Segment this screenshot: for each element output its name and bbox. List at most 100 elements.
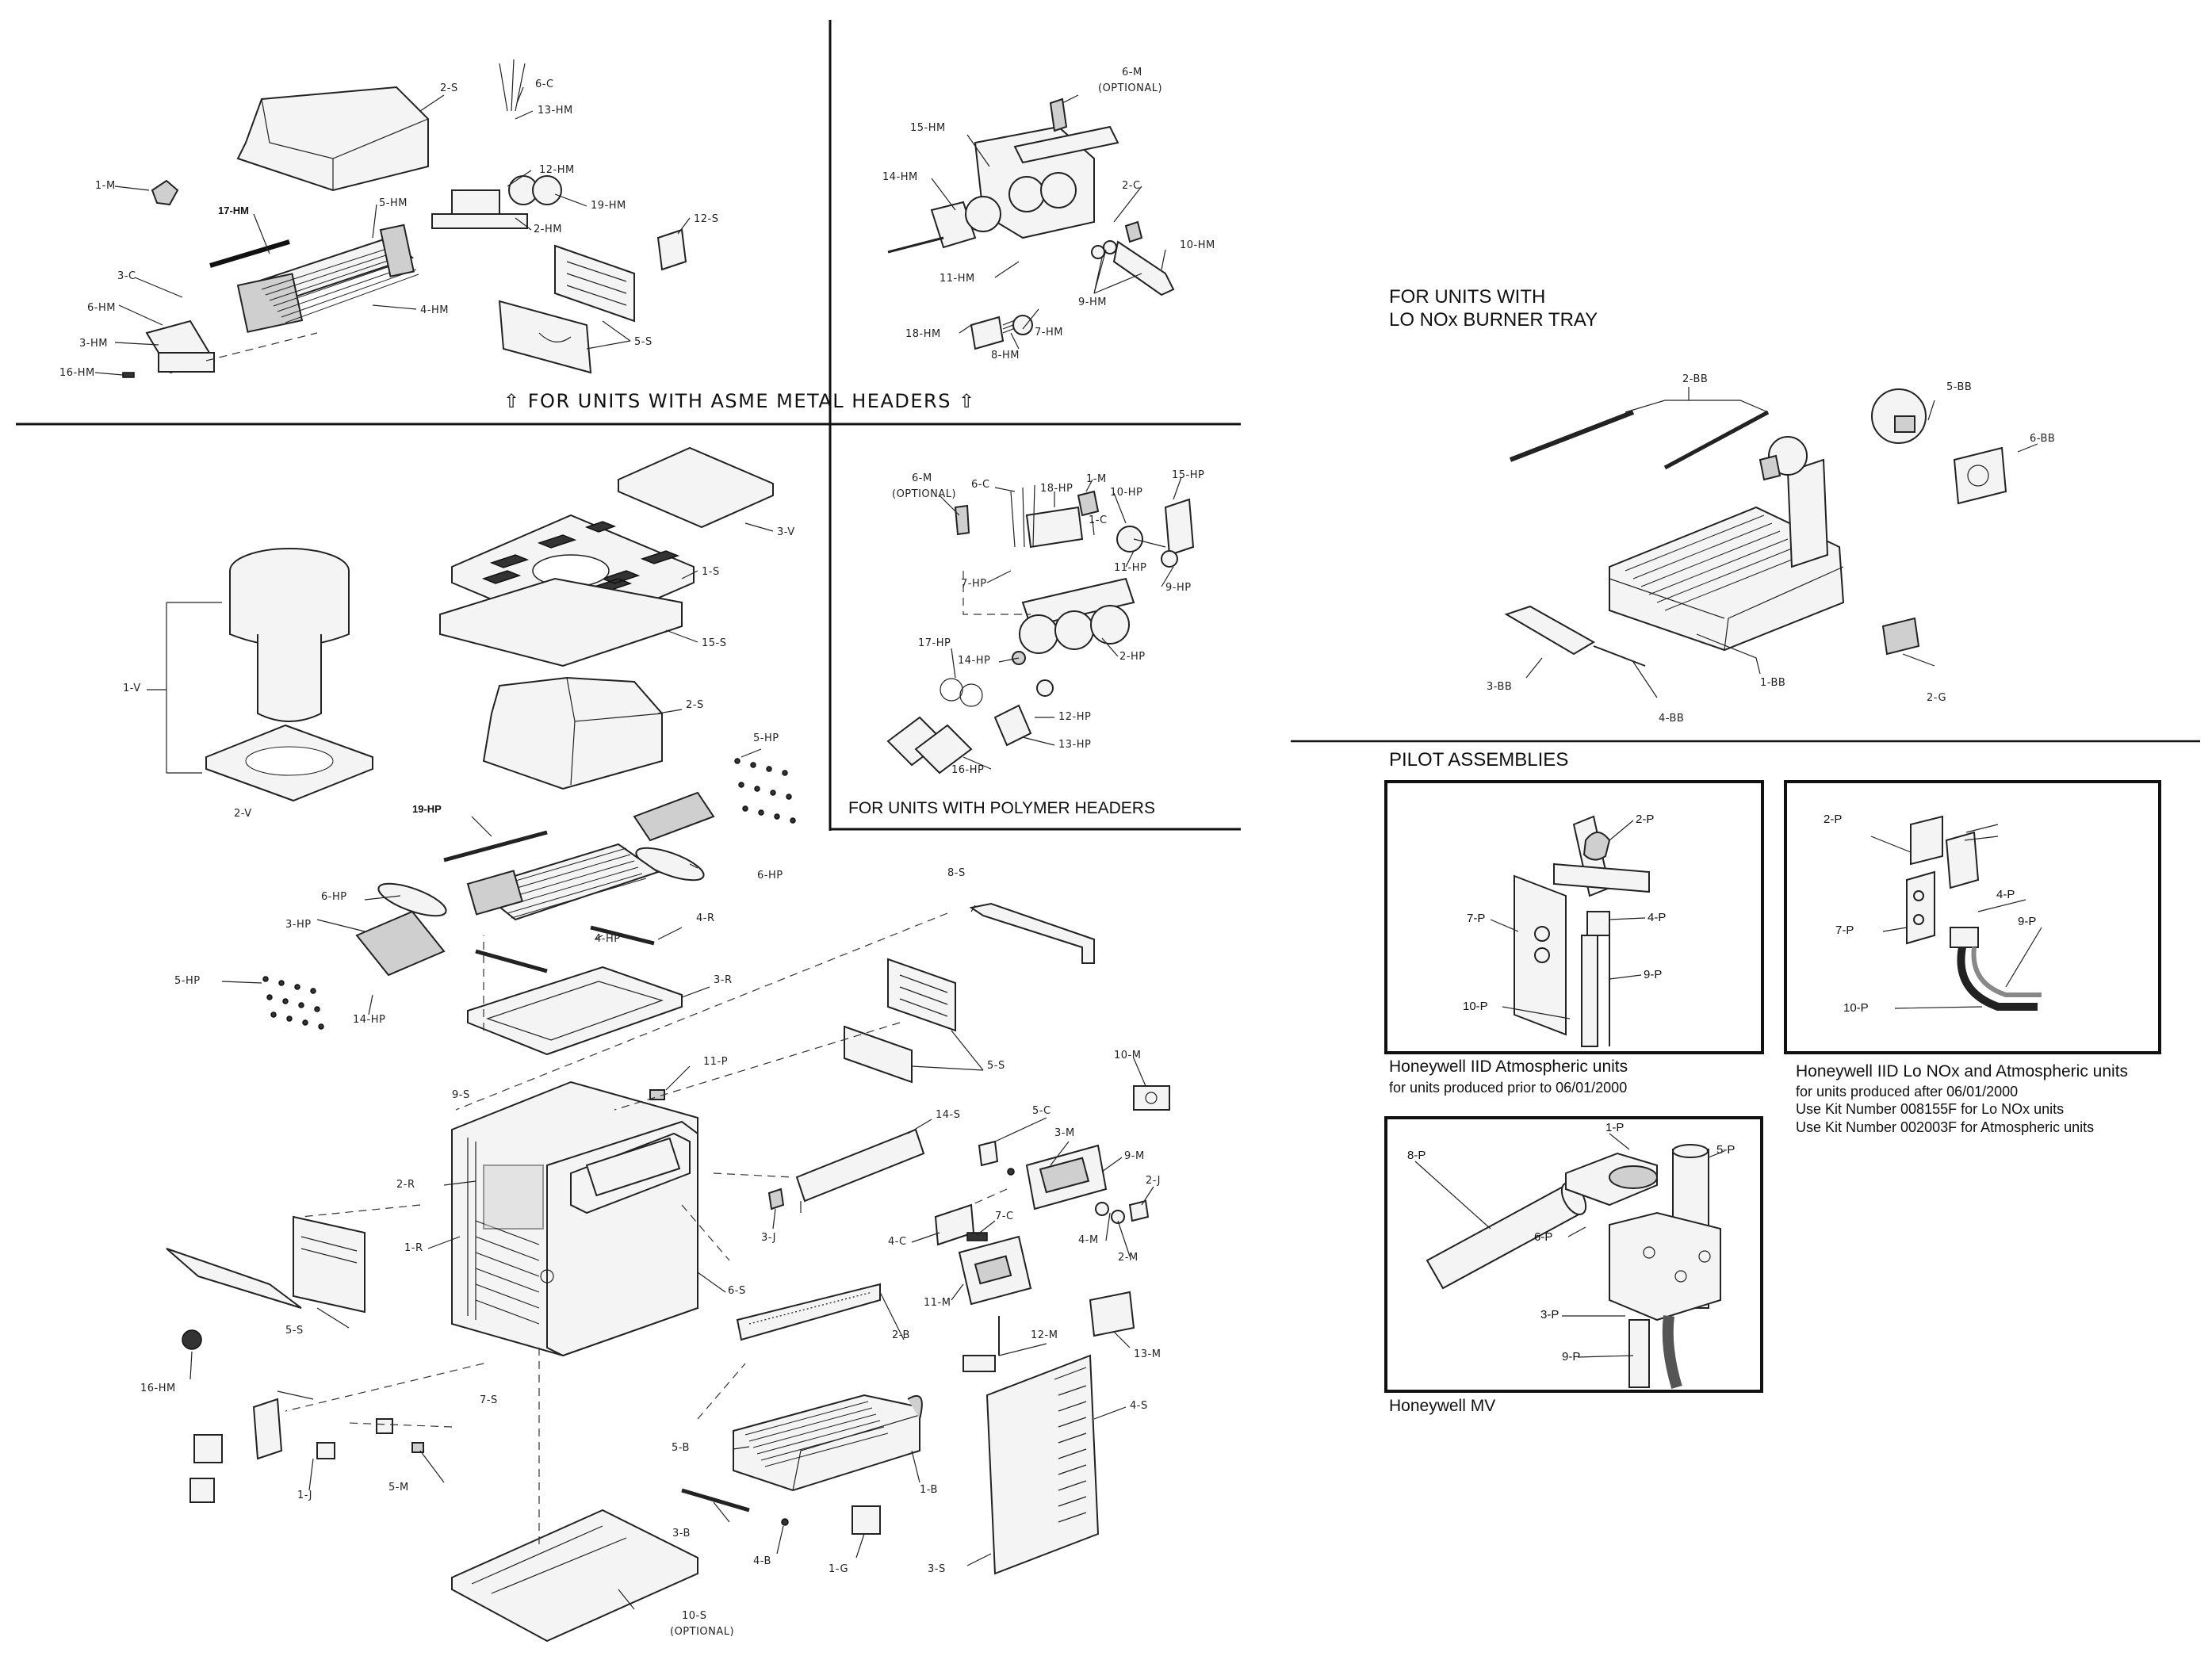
pilot-mv-labels: 1-P 8-P 5-P 6-P 3-P 9-P [1407,1121,1735,1363]
svg-text:3-C: 3-C [117,270,136,282]
svg-text:5-M: 5-M [388,1482,409,1494]
pilot-iid-atm-caption: Honeywell IID Atmospheric units [1389,1058,1628,1076]
pilot-iid-atm-labels: 2-P 7-P 4-P 9-P 10-P [1463,813,1666,1013]
cabinet-body [451,1080,698,1357]
svg-text:2-P: 2-P [1636,813,1654,826]
svg-text:4-R: 4-R [696,912,715,924]
svg-text:5-HP: 5-HP [753,732,779,744]
svg-text:17-HM: 17-HM [218,205,249,216]
svg-text:6-HM: 6-HM [87,302,116,314]
svg-text:1-B: 1-B [920,1484,938,1496]
svg-text:7-HM: 7-HM [1035,327,1063,338]
svg-text:13-HM: 13-HM [538,105,573,117]
svg-text:11-M: 11-M [924,1297,951,1309]
svg-text:2-S: 2-S [440,82,458,94]
svg-text:1-S: 1-S [702,566,720,578]
svg-text:5-P: 5-P [1716,1143,1735,1157]
svg-text:1-R: 1-R [404,1242,423,1254]
svg-text:16-HP: 16-HP [951,764,984,776]
pilot-mv-caption: Honeywell MV [1389,1397,1495,1415]
up-arrow-icon: ⇧ [951,390,976,412]
svg-text:19-HM: 19-HM [591,200,626,212]
svg-text:11-HP: 11-HP [1114,562,1146,574]
svg-text:16-HM: 16-HM [140,1383,176,1394]
svg-text:12-M: 12-M [1031,1329,1058,1341]
svg-text:10-HP: 10-HP [1110,487,1142,499]
heat-exchanger-asme [236,224,419,333]
svg-text:4-BB: 4-BB [1659,713,1684,725]
lonox-title-line1: FOR UNITS WITH [1389,286,1545,308]
svg-text:5-B: 5-B [672,1442,690,1454]
svg-text:17-HP: 17-HP [918,637,951,649]
svg-text:3-HP: 3-HP [285,919,312,931]
svg-text:1-M: 1-M [1086,473,1107,485]
svg-text:1-J: 1-J [297,1490,312,1501]
svg-text:4-P: 4-P [1648,911,1666,924]
burner-tray [733,1394,923,1492]
polymer-section-title: FOR UNITS WITH POLYMER HEADERS [848,799,1155,817]
svg-text:12-HP: 12-HP [1058,711,1091,723]
svg-text:2-S: 2-S [686,699,704,711]
svg-text:13-M: 13-M [1134,1348,1161,1360]
polymer-labels: 6-M (OPTIONAL) 6-C 18-HP 1-M 10-HP 15-HP… [892,469,1204,776]
svg-text:12-S: 12-S [694,213,719,225]
pilot-iid-lonox-caption: Honeywell IID Lo NOx and Atmospheric uni… [1796,1062,2128,1080]
svg-text:2-M: 2-M [1118,1252,1139,1264]
svg-text:6-C: 6-C [535,78,554,90]
pilot-iid-lonox-labels: 2-P 4-P 7-P 9-P 10-P [1824,813,2036,1015]
svg-text:7-P: 7-P [1467,912,1485,925]
lonox-title-line2: LO NOx BURNER TRAY [1389,309,1598,331]
svg-text:5-C: 5-C [1032,1105,1051,1117]
svg-text:5-HP: 5-HP [174,975,201,987]
svg-text:10-P: 10-P [1463,1000,1488,1013]
svg-text:6-M: 6-M [1122,67,1142,78]
svg-text:9-M: 9-M [1124,1150,1145,1162]
svg-text:18-HM: 18-HM [905,328,941,340]
svg-text:1-M: 1-M [95,180,116,192]
svg-text:2-R: 2-R [396,1179,415,1191]
svg-text:6-HP: 6-HP [757,870,783,882]
svg-text:5-HM: 5-HM [379,197,408,209]
asme-labels: 2-S 6-C 13-HM 12-HM 19-HM 2-HM 1-M 17-HM… [59,78,719,379]
svg-text:18-HP: 18-HP [1040,483,1073,495]
svg-text:6-S: 6-S [728,1285,746,1297]
svg-text:8-P: 8-P [1407,1149,1426,1162]
svg-text:8-S: 8-S [947,867,966,879]
svg-text:2-G: 2-G [1927,692,1946,704]
svg-text:6-P: 6-P [1534,1230,1552,1244]
svg-text:3-B: 3-B [672,1528,691,1539]
svg-text:7-S: 7-S [480,1394,498,1406]
svg-text:4-C: 4-C [888,1236,907,1248]
svg-text:4-P: 4-P [1996,888,2015,901]
lonox-labels: 2-BB 5-BB 6-BB 1-BB 3-BB 4-BB 2-G [1487,373,2055,725]
svg-text:9-HM: 9-HM [1078,296,1107,308]
svg-text:(OPTIONAL): (OPTIONAL) [892,488,956,500]
svg-text:7-P: 7-P [1835,924,1854,937]
svg-text:2-HP: 2-HP [1119,651,1146,663]
svg-text:3-BB: 3-BB [1487,681,1512,693]
svg-text:1-V: 1-V [123,683,141,694]
main-exploded-view [147,446,1170,1643]
svg-text:⇧ FOR UNITS WITH ASME METAL HE: ⇧ FOR UNITS WITH ASME METAL HEADERS ⇧ [503,390,976,412]
svg-text:4-M: 4-M [1078,1234,1099,1246]
svg-text:3-P: 3-P [1540,1308,1559,1321]
svg-text:5-S: 5-S [987,1060,1005,1072]
svg-text:5-BB: 5-BB [1946,381,1972,393]
svg-text:11-P: 11-P [703,1056,728,1068]
polymer-header-section [886,476,1195,774]
svg-text:15-HP: 15-HP [1172,469,1204,481]
pilot-box-iid-lonox [1784,780,2161,1054]
svg-text:1-G: 1-G [829,1563,848,1575]
svg-text:6-M: 6-M [912,472,932,484]
svg-text:1-BB: 1-BB [1760,677,1785,689]
asme-section-title: ⇧ FOR UNITS WITH ASME METAL HEADERS ⇧ [503,390,976,412]
svg-text:4-HP: 4-HP [595,933,621,945]
svg-text:2-BB: 2-BB [1682,373,1708,385]
svg-text:(OPTIONAL): (OPTIONAL) [1098,82,1162,94]
pilot-iid-lonox-sub1: for units produced after 06/01/2000 [1796,1084,2018,1100]
svg-text:2-B: 2-B [892,1329,910,1341]
svg-text:13-HP: 13-HP [1058,739,1091,751]
svg-text:15-HM: 15-HM [910,122,946,134]
svg-text:2-C: 2-C [1122,180,1141,192]
